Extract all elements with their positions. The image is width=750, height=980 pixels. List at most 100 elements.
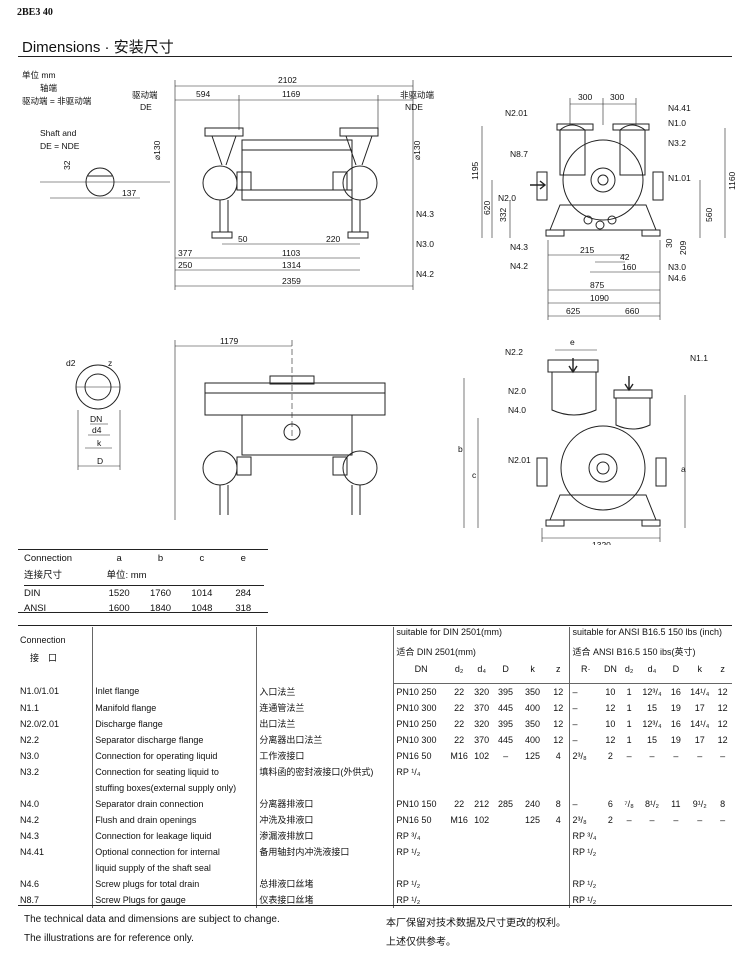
- table-cell: 12³/₄: [642, 718, 662, 729]
- table-cell: N4.41: [18, 843, 94, 860]
- table-cell: [601, 876, 620, 892]
- table-cell: [638, 860, 665, 876]
- table-cell: N2.2: [18, 731, 94, 748]
- spec-conn-en: Connection: [20, 635, 66, 645]
- table-cell: 填料函的密封液接口(外供式): [256, 763, 395, 780]
- port-n42-front: N4.2: [416, 269, 434, 279]
- table-cell: [620, 844, 639, 860]
- table-cell: 12: [717, 686, 728, 697]
- side-view-separator: [536, 359, 667, 527]
- dim-377: 377: [178, 248, 192, 258]
- table-cell: [448, 780, 470, 796]
- table-cell: [547, 875, 571, 892]
- table-cell: 9¹/₂: [692, 798, 707, 809]
- table-cell: [448, 860, 470, 876]
- table-cell: PN16 50: [396, 814, 432, 825]
- title-rule: [18, 56, 732, 57]
- port-n40: N4.0: [508, 405, 526, 415]
- table-cell: [18, 779, 94, 796]
- table-cell: 12: [717, 702, 728, 713]
- table-cell: 1: [626, 734, 632, 745]
- table-cell: [570, 780, 601, 796]
- table-cell: [686, 780, 713, 796]
- footer-note-cn-1: 本厂保留对技术数据及尺寸更改的权利。: [386, 918, 566, 929]
- table-cell: [493, 844, 518, 860]
- table-cell: 8: [547, 795, 571, 812]
- table-cell: RP ¹/₄: [396, 766, 421, 777]
- table-cell: 12: [547, 731, 571, 748]
- table-cell: –: [572, 702, 578, 713]
- ansi-title-cn: 适合 ANSI B16.5 150 ibs(英寸): [572, 647, 696, 658]
- table-cell: PN10 300: [396, 702, 437, 713]
- table-cell: –: [697, 750, 703, 761]
- side-view-pump: [536, 123, 664, 237]
- port-n10: N1.0: [668, 118, 686, 128]
- table-cell: [518, 860, 547, 876]
- table-cell: [394, 780, 448, 796]
- table-cell: liquid supply of the shaft seal: [92, 859, 258, 876]
- dim-160: 160: [622, 262, 636, 272]
- din-col-header: k: [518, 663, 548, 684]
- conn-header-en: Connection: [24, 553, 73, 564]
- table-cell: [686, 860, 713, 876]
- table-cell: [638, 844, 665, 860]
- footer-note-1: The technical data and dimensions are su…: [24, 914, 280, 925]
- table-cell: 285: [498, 798, 514, 809]
- dim-209: 209: [678, 241, 688, 255]
- table-cell: [686, 876, 713, 892]
- table-cell: 分离器出口法兰: [256, 731, 395, 748]
- dim-560: 560: [704, 208, 714, 222]
- dim-1195: 1195: [470, 161, 480, 180]
- dim-1169: 1169: [282, 89, 301, 99]
- table-cell: [601, 828, 620, 844]
- table-cell: –: [720, 814, 726, 825]
- table-cell: RP ¹/₂: [572, 878, 597, 889]
- table-cell: [493, 764, 518, 780]
- table-cell: –: [572, 686, 578, 697]
- dim-660: 660: [625, 306, 639, 316]
- table-cell: N1.1: [18, 699, 94, 716]
- table-cell: 连通管法兰: [256, 699, 395, 716]
- unit-label: 单位 mm: [22, 70, 56, 80]
- table-cell: [518, 844, 547, 860]
- ansi-col-header: d₄: [638, 663, 666, 684]
- port-n441: N4.41: [668, 103, 691, 113]
- port-n87: N8.7: [510, 149, 528, 159]
- table-cell: N8.7: [18, 891, 94, 908]
- table-cell: [470, 828, 493, 844]
- table-cell: 12: [547, 699, 571, 716]
- dim-1179: 1179: [220, 336, 239, 346]
- table-cell: [686, 844, 713, 860]
- table-cell: 12: [547, 715, 571, 732]
- page-title: Dimensions · 安装尺寸: [22, 39, 174, 56]
- table-cell: [570, 860, 601, 876]
- table-cell: [448, 828, 470, 844]
- table-cell: 102: [474, 814, 490, 825]
- dim-215: 215: [580, 245, 594, 255]
- table-cell: 16: [670, 718, 681, 729]
- port-n43-front: N4.3: [416, 209, 434, 219]
- table-cell: 12: [717, 718, 728, 729]
- table-cell: Inlet flange: [92, 683, 258, 700]
- port-n30-side: N3.0: [668, 262, 686, 272]
- din-col-header: d₄: [470, 663, 494, 684]
- conn-header-cn: 连接尺寸: [24, 569, 63, 581]
- table-cell: RP ¹/₂: [396, 894, 421, 905]
- table-cell: [638, 876, 665, 892]
- dim-30: 30: [664, 238, 674, 248]
- table-cell: [518, 828, 547, 844]
- table-cell: [665, 828, 686, 844]
- table-cell: –: [673, 814, 679, 825]
- table-cell: –: [649, 814, 655, 825]
- table-cell: –: [720, 750, 726, 761]
- table-cell: –: [626, 814, 632, 825]
- table-cell: [620, 828, 639, 844]
- table-cell: [570, 764, 601, 780]
- table-cell: Separator discharge flange: [92, 731, 258, 748]
- conn-table-bottom-rule: [18, 612, 268, 613]
- table-cell: [601, 764, 620, 780]
